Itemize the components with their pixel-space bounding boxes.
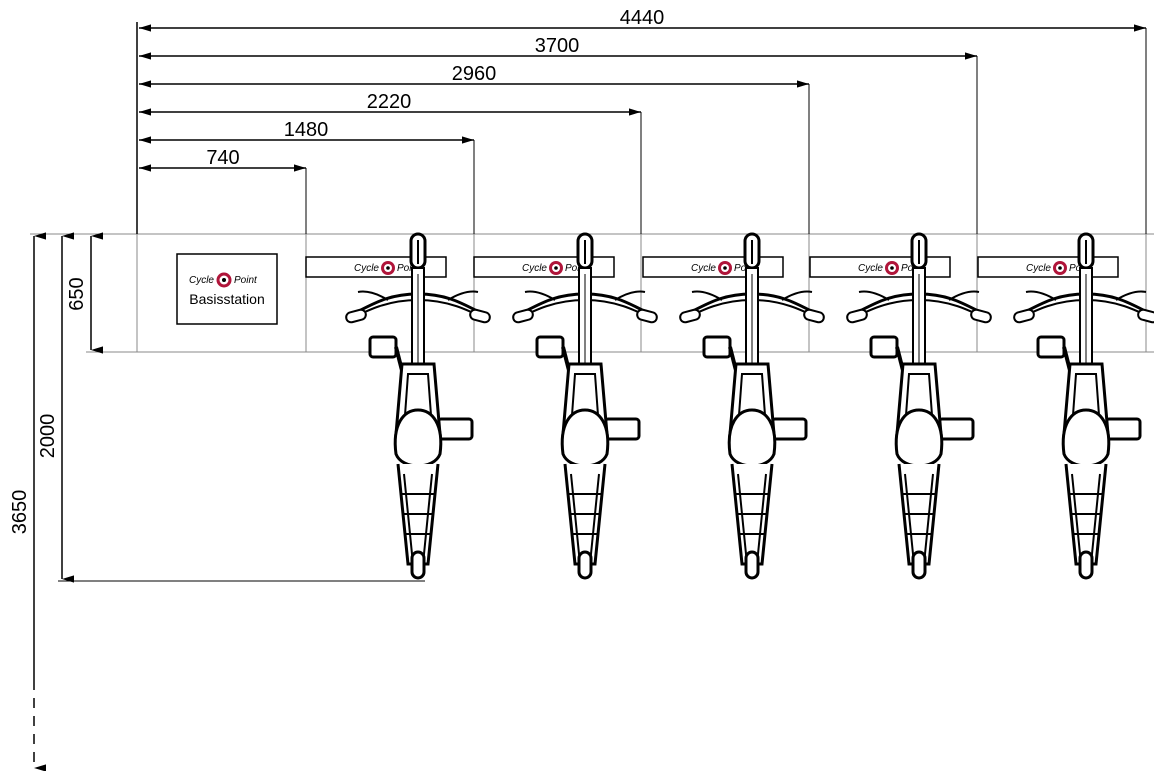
logo-cycle-text: Cycle (354, 263, 379, 274)
station-frame (30, 233, 1154, 353)
logo-cycle-text: Cycle (522, 263, 547, 274)
bike-icon (510, 232, 660, 580)
logo-point-text: Point (397, 263, 421, 274)
dock-3: Cycle Point (642, 232, 827, 580)
dim-label-650: 650 (66, 277, 88, 310)
base-station-sign: Cycle Point Basisstation (176, 253, 278, 325)
logo-cycle-text: Cycle (858, 263, 883, 274)
dim-label-4440: 4440 (620, 7, 665, 29)
base-station-label: Basisstation (189, 291, 264, 307)
bike-icon (1011, 232, 1154, 580)
dock-5: Cycle Point (977, 232, 1154, 580)
bike-icon (343, 232, 493, 580)
logo-point-text: Point (565, 263, 589, 274)
logo-cycle-text: Cycle (1026, 263, 1051, 274)
dim-label-3650: 3650 (9, 490, 31, 535)
dock-2: Cycle Point (473, 232, 660, 580)
logo-point-text: Point (234, 275, 258, 286)
dock-4: Cycle Point (809, 232, 994, 580)
dim-label-2000: 2000 (37, 414, 59, 459)
dim-label-740: 740 (206, 147, 239, 169)
vertical-dimensions: 650 2000 3650 (9, 232, 425, 771)
dock-1: Cycle Point (305, 232, 493, 580)
dim-label-3700: 3700 (535, 35, 580, 57)
bike-icon (677, 232, 827, 580)
dim-label-2960: 2960 (452, 63, 497, 85)
dim-label-2220: 2220 (367, 91, 412, 113)
bike-icon (844, 232, 994, 580)
horizontal-dimensions: 4440 3700 2960 2220 1480 740 (136, 7, 1147, 234)
logo-cycle-text: Cycle (189, 275, 214, 286)
logo-cycle-text: Cycle (691, 263, 716, 274)
dim-label-1480: 1480 (284, 119, 329, 141)
